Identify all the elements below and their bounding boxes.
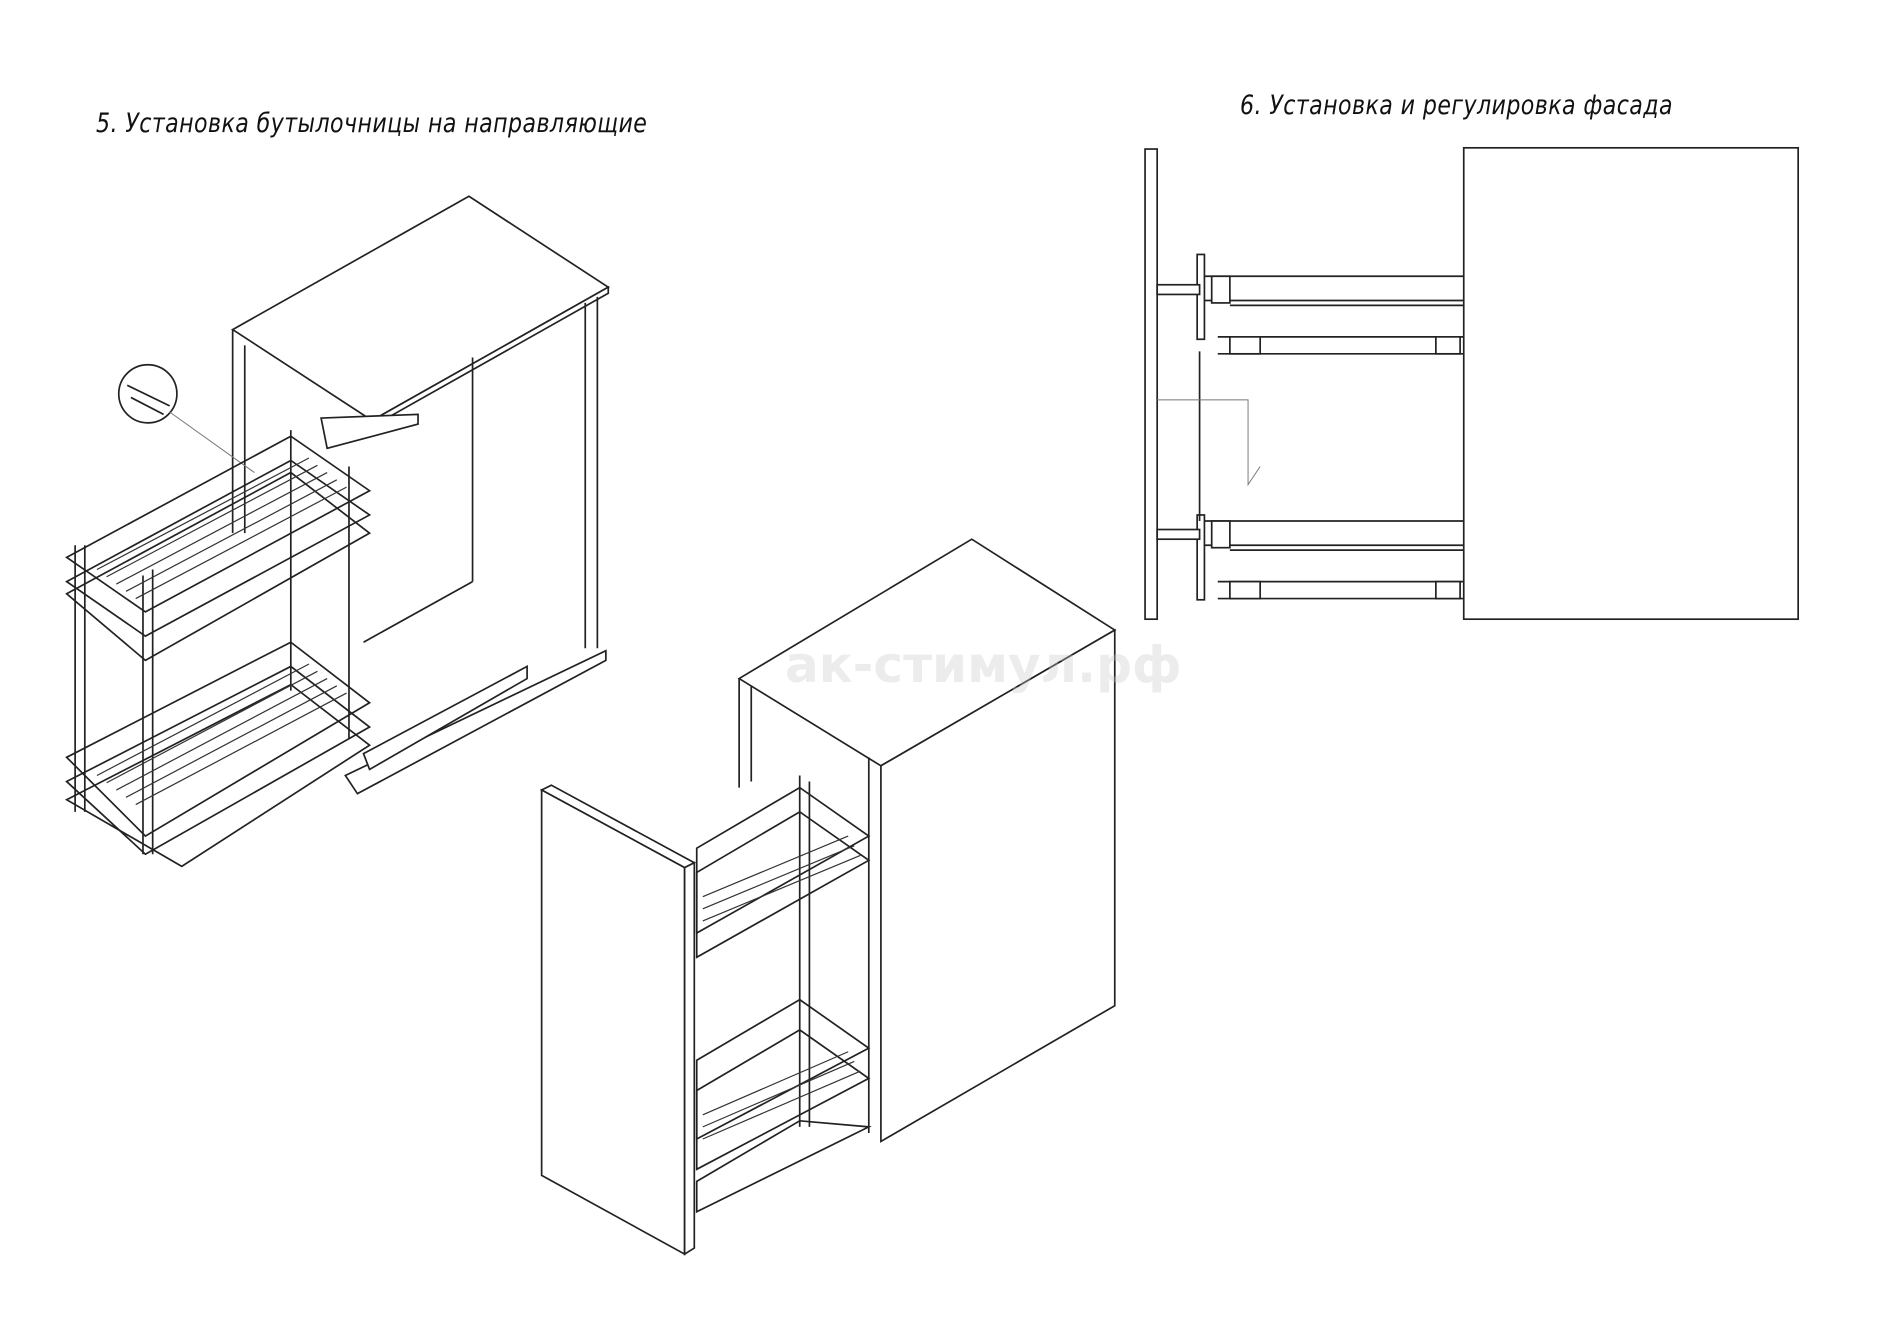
cabinet-top-panel <box>231 195 610 422</box>
bottle-basket-installed <box>695 775 872 1214</box>
step5-title: 5. Установка бутылочницы на направляющие <box>96 108 648 139</box>
bottle-basket-step5 <box>64 430 372 868</box>
cabinet-step5-installed <box>539 538 1117 1256</box>
cabinet-step5 <box>117 195 610 795</box>
adjustment-arrow <box>1157 399 1261 487</box>
facade-adjustment-step6 <box>1144 146 1800 621</box>
side-panel <box>1144 148 1159 621</box>
detail-callout <box>117 363 178 424</box>
step6-title: 6. Установка и регулировка фасада <box>1240 90 1673 121</box>
cabinet-bottom-panel <box>344 649 607 795</box>
watermark: ак-стимул.рф <box>785 636 1182 694</box>
facade-panel <box>1462 146 1800 621</box>
facade-door <box>540 788 686 1256</box>
